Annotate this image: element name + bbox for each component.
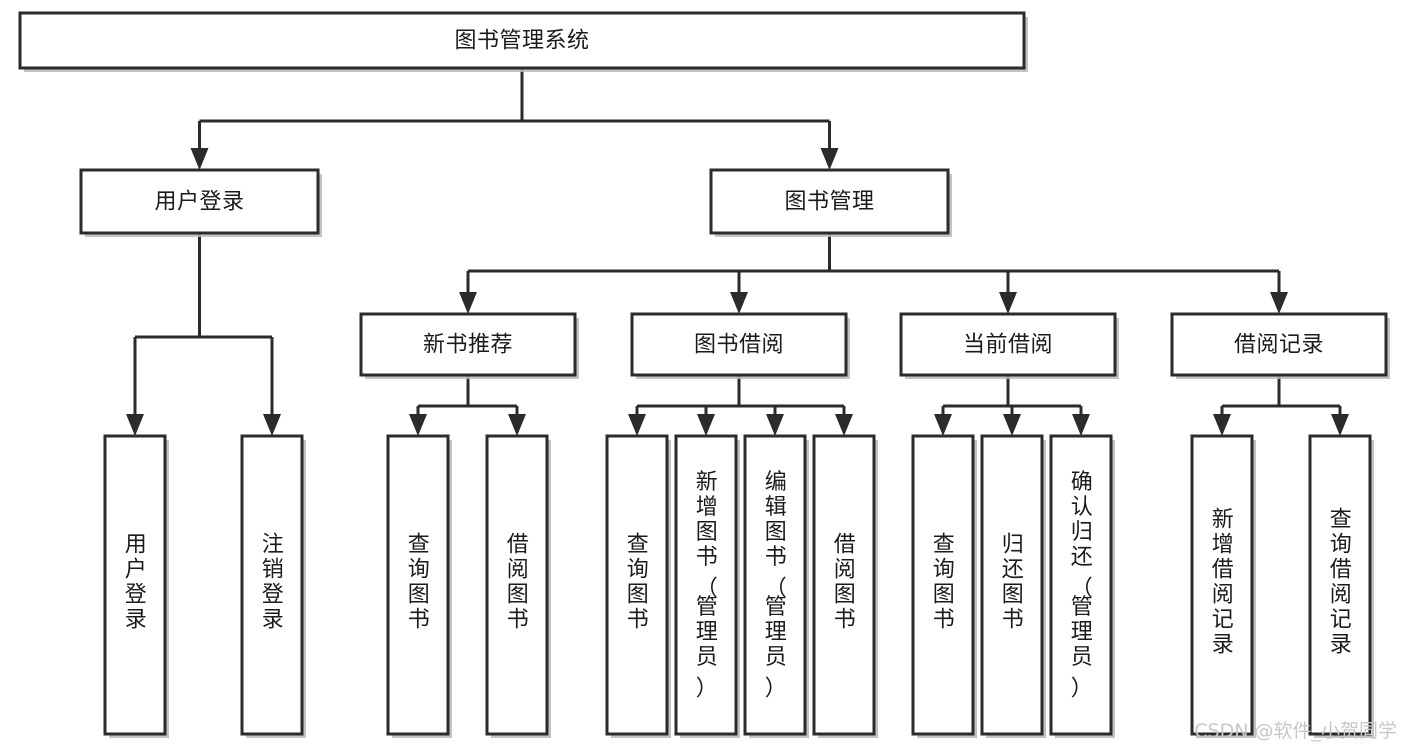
node-leaf-add-book[interactable]: 新增图书（管理员） bbox=[674, 434, 740, 738]
node-current-borrow[interactable]: 当前借阅 bbox=[899, 312, 1119, 379]
node-label: 借阅图书 bbox=[834, 533, 857, 633]
node-label: 注销登录 bbox=[262, 533, 285, 633]
node-box[interactable] bbox=[899, 312, 1117, 377]
node-label: 图书借阅 bbox=[694, 333, 784, 358]
node-box[interactable] bbox=[743, 434, 807, 736]
node-box[interactable] bbox=[359, 312, 577, 377]
csdn-watermark: CSDN @软件_小贺同学 bbox=[1194, 720, 1397, 742]
node-leaf-edit-book[interactable]: 编辑图书（管理员） bbox=[743, 434, 809, 738]
node-label: 查询图书 bbox=[933, 533, 956, 633]
arrow-head-icon bbox=[730, 292, 748, 314]
node-box[interactable] bbox=[630, 312, 848, 377]
node-box[interactable] bbox=[103, 434, 167, 736]
arrow-head-icon bbox=[1213, 414, 1231, 436]
node-label: 归还图书 bbox=[1002, 533, 1025, 633]
node-leaf-add-record[interactable]: 新增借阅记录 bbox=[1190, 434, 1256, 738]
node-borrow-record[interactable]: 借阅记录 bbox=[1170, 312, 1390, 379]
node-leaf-borrow-book-1[interactable]: 借阅图书 bbox=[485, 434, 551, 738]
edge-group-book-manage bbox=[459, 233, 1288, 314]
arrow-head-icon bbox=[628, 414, 646, 436]
arrow-head-icon bbox=[1331, 414, 1349, 436]
node-leaf-borrow-book-2[interactable]: 借阅图书 bbox=[812, 434, 878, 738]
node-leaf-confirm-return[interactable]: 确认归还（管理员） bbox=[1049, 434, 1115, 738]
node-leaf-logout[interactable]: 注销登录 bbox=[240, 434, 306, 738]
node-label: 编辑图书（管理员） bbox=[765, 470, 788, 702]
edge-group-current-borrow bbox=[934, 375, 1090, 436]
edge-group-root bbox=[190, 68, 839, 170]
node-leaf-query-book-1[interactable]: 查询图书 bbox=[386, 434, 452, 738]
node-book-borrow[interactable]: 图书借阅 bbox=[630, 312, 850, 379]
node-user-login[interactable]: 用户登录 bbox=[79, 168, 322, 237]
arrow-head-icon bbox=[508, 414, 526, 436]
node-box[interactable] bbox=[1190, 434, 1254, 736]
node-label: 图书管理 bbox=[784, 190, 874, 215]
node-box[interactable] bbox=[79, 168, 320, 235]
node-box[interactable] bbox=[240, 434, 304, 736]
node-book-manage[interactable]: 图书管理 bbox=[709, 168, 952, 237]
arrow-head-icon bbox=[126, 414, 144, 436]
arrow-head-icon bbox=[1003, 414, 1021, 436]
arrow-head-icon bbox=[766, 414, 784, 436]
node-box[interactable] bbox=[674, 434, 738, 736]
node-box[interactable] bbox=[1308, 434, 1372, 736]
node-box[interactable] bbox=[386, 434, 450, 736]
nodes-layer: 图书管理系统用户登录图书管理新书推荐图书借阅当前借阅借阅记录用户登录注销登录查询… bbox=[18, 11, 1390, 738]
node-box[interactable] bbox=[1049, 434, 1113, 736]
node-new-book-rec[interactable]: 新书推荐 bbox=[359, 312, 579, 379]
node-label: 新增借阅记录 bbox=[1212, 508, 1235, 658]
node-box[interactable] bbox=[1170, 312, 1388, 377]
arrow-head-icon bbox=[459, 292, 477, 314]
node-label: 图书管理系统 bbox=[454, 29, 589, 54]
edge-group-user-login bbox=[126, 233, 281, 436]
node-label: 用户登录 bbox=[154, 190, 244, 215]
arrow-head-icon bbox=[999, 292, 1017, 314]
arrow-head-icon bbox=[934, 414, 952, 436]
edge-group-borrow-record bbox=[1213, 375, 1349, 436]
node-label: 借阅记录 bbox=[1234, 333, 1324, 358]
node-label: 新书推荐 bbox=[423, 333, 513, 358]
node-box[interactable] bbox=[812, 434, 876, 736]
arrow-head-icon bbox=[263, 414, 281, 436]
node-leaf-user-login[interactable]: 用户登录 bbox=[103, 434, 169, 738]
arrow-head-icon bbox=[697, 414, 715, 436]
node-label: 新增图书（管理员） bbox=[696, 470, 719, 702]
arrow-head-icon bbox=[190, 148, 209, 170]
arrow-head-icon bbox=[1270, 292, 1288, 314]
node-box[interactable] bbox=[18, 11, 1026, 70]
node-label: 查询图书 bbox=[627, 533, 650, 633]
node-label: 用户登录 bbox=[125, 533, 148, 633]
arrow-head-icon bbox=[1072, 414, 1090, 436]
edges-layer bbox=[126, 68, 1349, 436]
node-leaf-query-book-2[interactable]: 查询图书 bbox=[605, 434, 671, 738]
node-label: 查询借阅记录 bbox=[1330, 508, 1353, 658]
node-box[interactable] bbox=[485, 434, 549, 736]
edge-group-new-book-rec bbox=[409, 375, 526, 436]
node-label: 借阅图书 bbox=[507, 533, 530, 633]
arrow-head-icon bbox=[835, 414, 853, 436]
node-label: 确认归还（管理员） bbox=[1071, 470, 1094, 702]
node-label: 查询图书 bbox=[408, 533, 431, 633]
arrow-head-icon bbox=[409, 414, 427, 436]
edge-group-book-borrow bbox=[628, 375, 853, 436]
node-box[interactable] bbox=[911, 434, 975, 736]
node-leaf-query-record[interactable]: 查询借阅记录 bbox=[1308, 434, 1374, 738]
node-label: 当前借阅 bbox=[963, 333, 1053, 358]
arrow-head-icon bbox=[820, 148, 839, 170]
node-box[interactable] bbox=[709, 168, 950, 235]
node-box[interactable] bbox=[605, 434, 669, 736]
node-leaf-query-book-3[interactable]: 查询图书 bbox=[911, 434, 977, 738]
node-box[interactable] bbox=[980, 434, 1044, 736]
node-root[interactable]: 图书管理系统 bbox=[18, 11, 1028, 72]
node-leaf-return-book[interactable]: 归还图书 bbox=[980, 434, 1046, 738]
